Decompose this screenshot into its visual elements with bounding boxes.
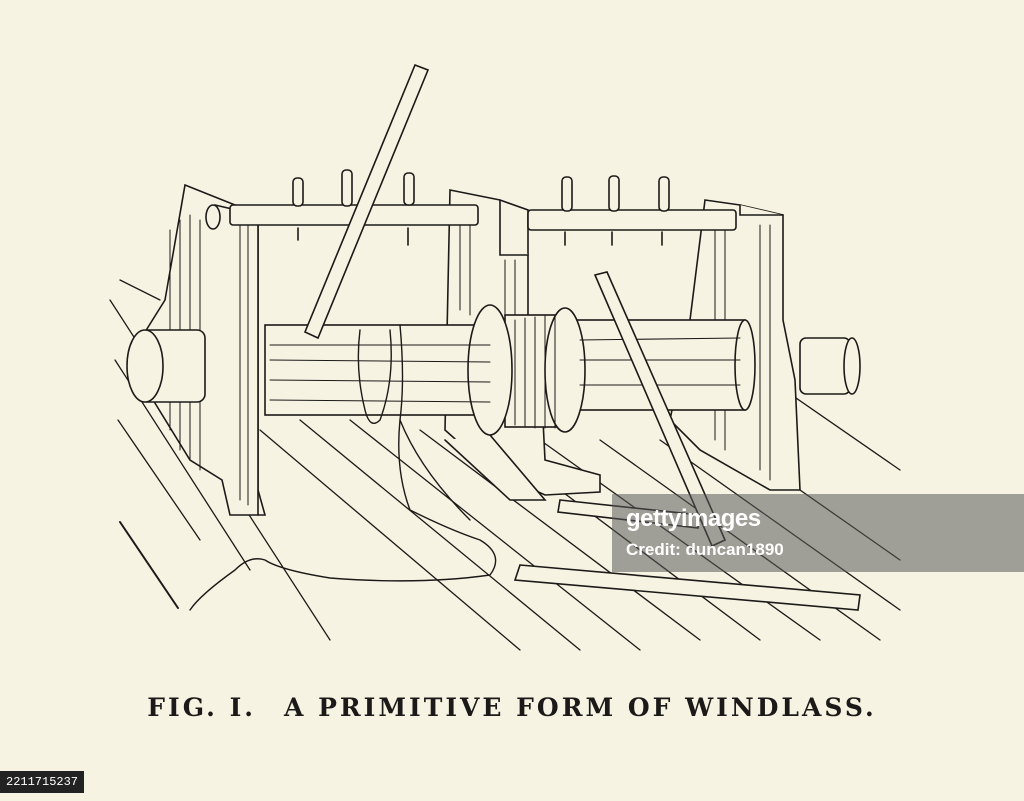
image-id-badge: 2211715237: [0, 771, 85, 793]
chain: [189, 324, 497, 611]
watermark-brand: gettyimages: [626, 505, 761, 532]
figure-caption: FIG. I. A PRIMITIVE FORM OF WINDLASS.: [0, 693, 1024, 722]
watermark-banner: [612, 494, 1024, 572]
figure-label: FIG. I.: [147, 693, 256, 722]
handspikes: [303, 63, 861, 611]
loose-pin: [119, 521, 179, 609]
barrel-grain: [269, 315, 741, 429]
rail-pegs: [292, 169, 670, 246]
watermark-credit: Credit: duncan1890: [626, 540, 784, 559]
figure-title: A PRIMITIVE FORM OF WINDLASS.: [283, 693, 877, 722]
